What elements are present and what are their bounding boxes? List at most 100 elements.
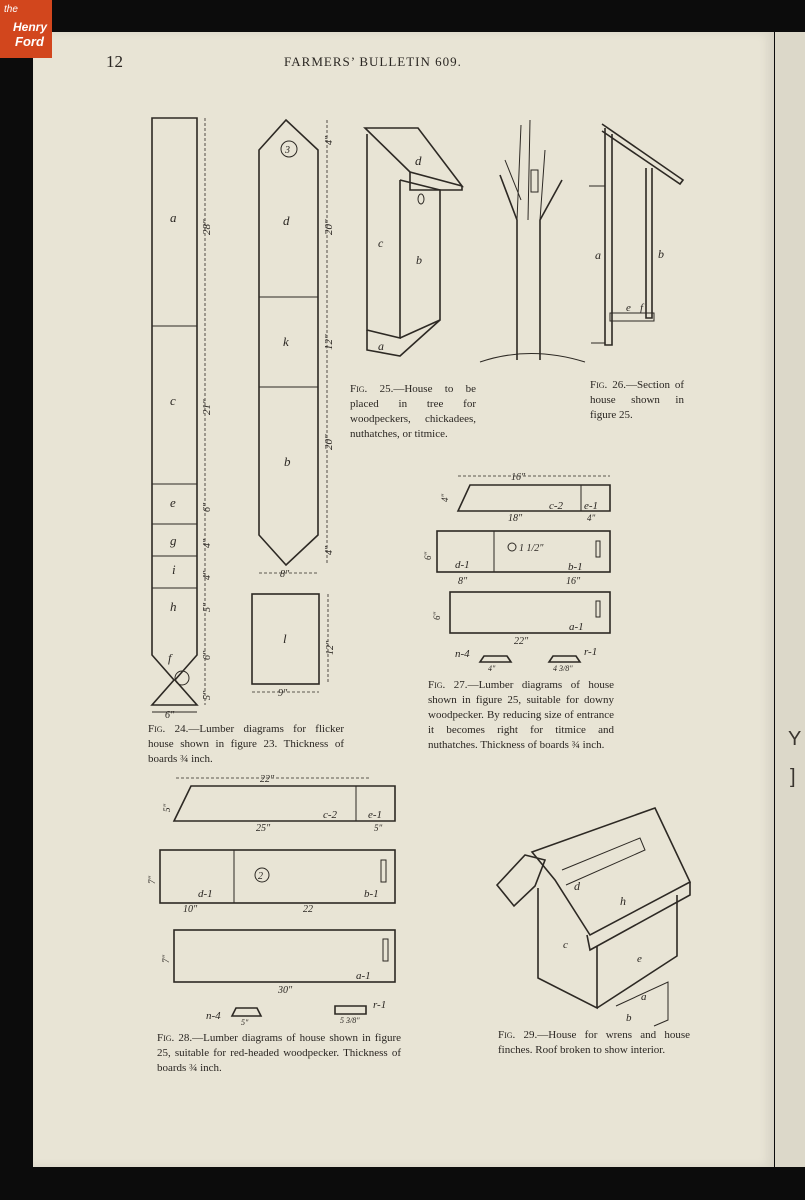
fig27-dim-6a: 6" — [423, 552, 433, 561]
fig28-lumber: 22" c-2 e-1 5" 25" 5" 2 d-1 b-1 7" 10" 2… — [147, 774, 396, 1027]
fig27-label-b1: b-1 — [568, 561, 583, 573]
fig26-caption: Fig. 26.—Section of house shown in figur… — [590, 378, 684, 423]
binding-edge — [775, 32, 805, 1167]
fig24-dim-28: 28" — [201, 219, 213, 235]
fig29-caption-label: Fig. 29. — [498, 1029, 538, 1041]
fig24-hole-3: 3 — [284, 145, 290, 156]
fig24-caption-label: Fig. 24. — [148, 723, 189, 735]
fig24-label-b: b — [284, 454, 291, 469]
fig27-caption: Fig. 27.—Lumber diagrams of house shown … — [428, 678, 614, 753]
fig27-dim-16b: 16" — [566, 576, 581, 587]
fig24-dim-4a: 4" — [202, 538, 213, 548]
fig28-dim-22a: 22" — [260, 774, 275, 785]
fig24-dim-20b: 20" — [323, 434, 335, 450]
fig26-label-f: f — [640, 302, 645, 314]
fig27-dim-4b: 4" — [488, 664, 496, 673]
fig24-width-8: 8" — [280, 569, 290, 580]
page-number: 12 — [106, 52, 123, 71]
fig29-label-c: c — [563, 939, 568, 951]
fig25-house: d c b a — [363, 127, 465, 357]
margin-mark-bracket: ] — [790, 766, 796, 788]
fig28-dim-22b: 22 — [303, 904, 313, 915]
fig28-caption-text: —Lumber diagrams of house shown in figur… — [157, 1032, 401, 1074]
margin-mark-y: Y — [788, 728, 802, 750]
fig28-dim-5b: 5" — [241, 1018, 249, 1027]
fig29-label-d: d — [574, 879, 581, 893]
fig24-label-c: c — [170, 393, 176, 408]
fig24-caption-text: —Lumber diagrams for flicker house shown… — [148, 723, 345, 765]
fig28-dim-10: 10" — [183, 904, 198, 915]
fig24-label-h: h — [170, 599, 177, 614]
fig28-label-e1: e-1 — [368, 809, 382, 821]
fig29-wren-house: d h c e a b — [495, 807, 692, 1027]
fig26-label-e: e — [626, 302, 631, 314]
fig24-label-g: g — [170, 533, 177, 548]
fig27-dim-6b: 6" — [432, 612, 442, 621]
fig28-dim-5-side: 5" — [162, 804, 172, 813]
fig24-label-k: k — [283, 334, 289, 349]
fig24-label-d: d — [283, 213, 290, 228]
fig28-dim-25: 25" — [256, 823, 271, 834]
fig24-caption: Fig. 24.—Lumber diagrams for flicker hou… — [148, 722, 344, 767]
logo-ford: Ford — [15, 34, 44, 49]
fig27-label-e1: e-1 — [584, 500, 598, 512]
fig27-label-a1: a-1 — [569, 621, 584, 633]
fig28-label-n4: n-4 — [206, 1010, 221, 1022]
fig28-dim-7b: 7" — [161, 955, 171, 964]
book-page — [33, 32, 774, 1167]
henry-ford-logo[interactable]: the Henry Ford — [0, 0, 52, 58]
fig27-dim-22: 22" — [514, 636, 529, 647]
fig26-caption-label: Fig. 26. — [590, 379, 626, 391]
running-head: FARMERS’ BULLETIN 609. — [284, 54, 462, 69]
fig28-hole-2: 2 — [258, 871, 263, 882]
fig28-caption-label: Fig. 28. — [157, 1032, 193, 1044]
tree-drawing — [479, 119, 586, 363]
fig28-label-c2: c-2 — [323, 809, 338, 821]
fig29-label-h: h — [620, 894, 626, 908]
fig24-dim-6b: 6" — [202, 650, 213, 660]
fig28-label-a1: a-1 — [356, 970, 371, 982]
fig28-label-d1: d-1 — [198, 888, 213, 900]
fig24-dim-5a: 5" — [202, 602, 213, 612]
fig28-dim-7a: 7" — [147, 876, 157, 885]
fig27-dim-438: 4 3/8" — [553, 664, 573, 673]
fig24-left-board: a c e g i h f 28" 21" 6" 4" 4" 5" 6" 5" … — [150, 117, 213, 721]
fig28-label-b1: b-1 — [364, 888, 379, 900]
fig24-dim-4-bot: 4" — [324, 545, 335, 555]
fig25-caption-text: —House to be placed in tree for woodpeck… — [350, 383, 476, 440]
fig27-label-c2: c-2 — [549, 500, 564, 512]
fig26-caption-text: —Section of house shown in figure 25. — [590, 379, 684, 421]
fig24-right-board: 3 d k b 4" 20" 12" 20" 4" 8" l 12" 9" — [251, 118, 336, 699]
fig29-label-b: b — [626, 1012, 632, 1024]
fig27-dim-hole: 1 1/2" — [519, 543, 544, 554]
fig24-dim-12b: 12" — [325, 640, 336, 655]
fig27-label-d1: d-1 — [455, 559, 470, 571]
fig25-label-d: d — [415, 153, 422, 168]
fig29-label-a: a — [641, 991, 647, 1003]
fig25-label-a: a — [378, 339, 384, 353]
fig27-label-n4: n-4 — [455, 648, 470, 660]
fig26-section: a b e f — [589, 123, 685, 346]
fig28-caption: Fig. 28.—Lumber diagrams of house shown … — [157, 1031, 401, 1076]
fig29-caption: Fig. 29.—House for wrens and house finch… — [498, 1028, 690, 1058]
fig29-label-e: e — [637, 953, 642, 965]
fig28-dim-30: 30" — [277, 985, 293, 996]
fig29-caption-text: —House for wrens and house finches. Roof… — [498, 1029, 690, 1056]
fig24-width-9: 9" — [278, 688, 288, 699]
fig28-label-r1: r-1 — [373, 999, 386, 1011]
fig24-label-l: l — [283, 631, 287, 646]
logo-henry: Henry — [13, 20, 48, 34]
fig28-dim-5a: 5" — [374, 823, 383, 833]
fig27-dim-8: 8" — [458, 576, 468, 587]
fig24-dim-12: 12" — [323, 334, 335, 350]
fig25-label-c: c — [378, 236, 384, 250]
fig26-label-a: a — [595, 248, 601, 262]
fig26-label-b: b — [658, 247, 664, 261]
fig27-dim-4a: 4" — [587, 513, 596, 523]
fig24-dim-4b: 4" — [202, 570, 213, 580]
fig24-dim-21: 21" — [201, 399, 213, 415]
fig27-dim-18: 18" — [508, 513, 523, 524]
fig27-caption-text: —Lumber diagrams of house shown in figur… — [428, 679, 615, 751]
fig27-dim-4-side: 4" — [440, 494, 450, 503]
